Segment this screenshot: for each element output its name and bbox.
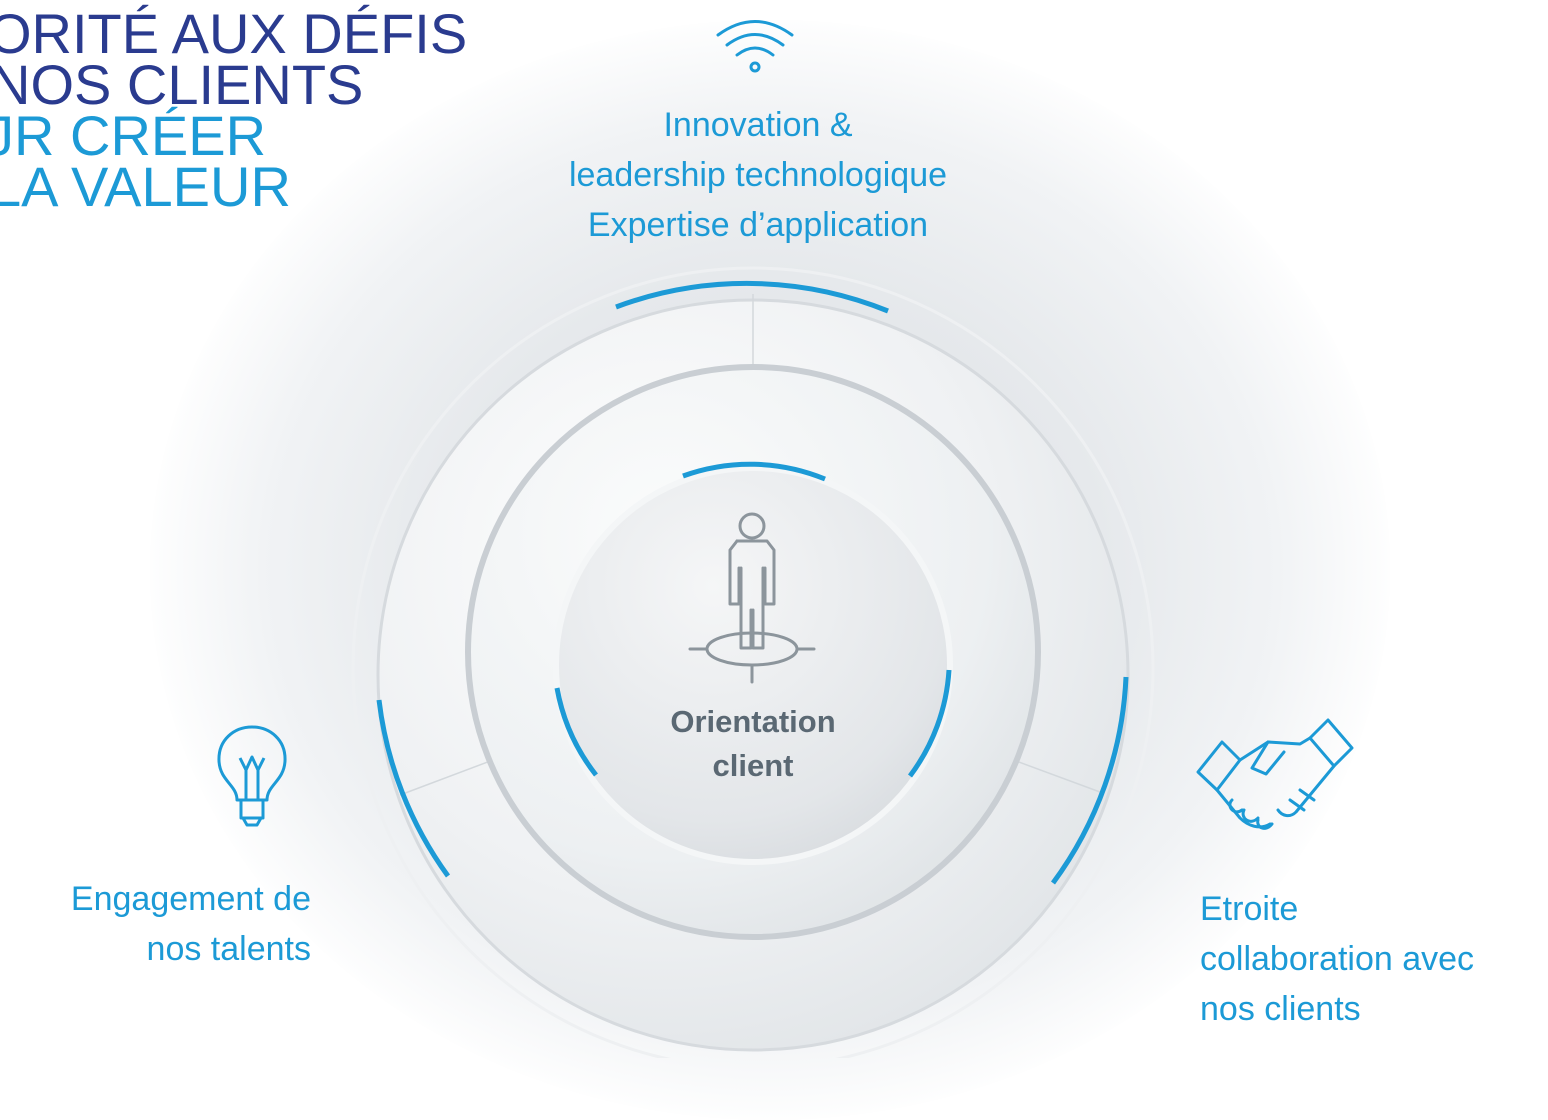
outer-thin-ring [351,266,1155,1058]
pillar-label-line: nos talents [146,930,311,968]
pillar-label-talents: Engagement de nos talents [0,874,311,974]
handshake-icon [1196,718,1354,830]
accent-arc-inner-right [907,669,952,778]
accent-arc-inner-left [554,687,598,777]
headline-line-1: ORITÉ AUX DÉFIS [0,2,468,65]
center-label-line: Orientation [670,704,836,739]
accent-arc-inner-top [682,461,826,482]
pillar-label-line: nos clients [1200,990,1361,1028]
wifi-icon [716,20,794,73]
pillar-label-line: Etroite [1200,890,1299,928]
accent-arc-outer-top [615,280,889,314]
pillar-label-collaboration: Etroite collaboration avec nos clients [1200,884,1474,1034]
accent-arc-outer-left [376,699,451,878]
headline-line-3: JR CRÉER [0,104,267,167]
center-label: Orientation client [603,700,903,788]
pillar-label-line: Innovation & [663,106,853,144]
headline: ORITÉ AUX DÉFIS NOS CLIENTS JR CRÉER LA … [0,2,479,218]
pillar-label-line: Expertise d’application [587,206,929,244]
headline-line-4: LA VALEUR [0,155,291,218]
accent-arc-outer-right [1050,676,1129,885]
pillar-label-line: collaboration avec [1200,940,1475,978]
value-diagram [217,20,1354,1058]
pillar-label-line: leadership technologique [568,156,948,194]
pillar-label-line: Engagement de [70,880,311,918]
person-target-icon [688,512,816,684]
pillar-label-innovation: Innovation & leadership technologique Ex… [458,100,1058,250]
center-label-line: client [712,748,794,783]
headline-line-2: NOS CLIENTS [0,53,364,116]
lightbulb-icon [217,725,287,827]
